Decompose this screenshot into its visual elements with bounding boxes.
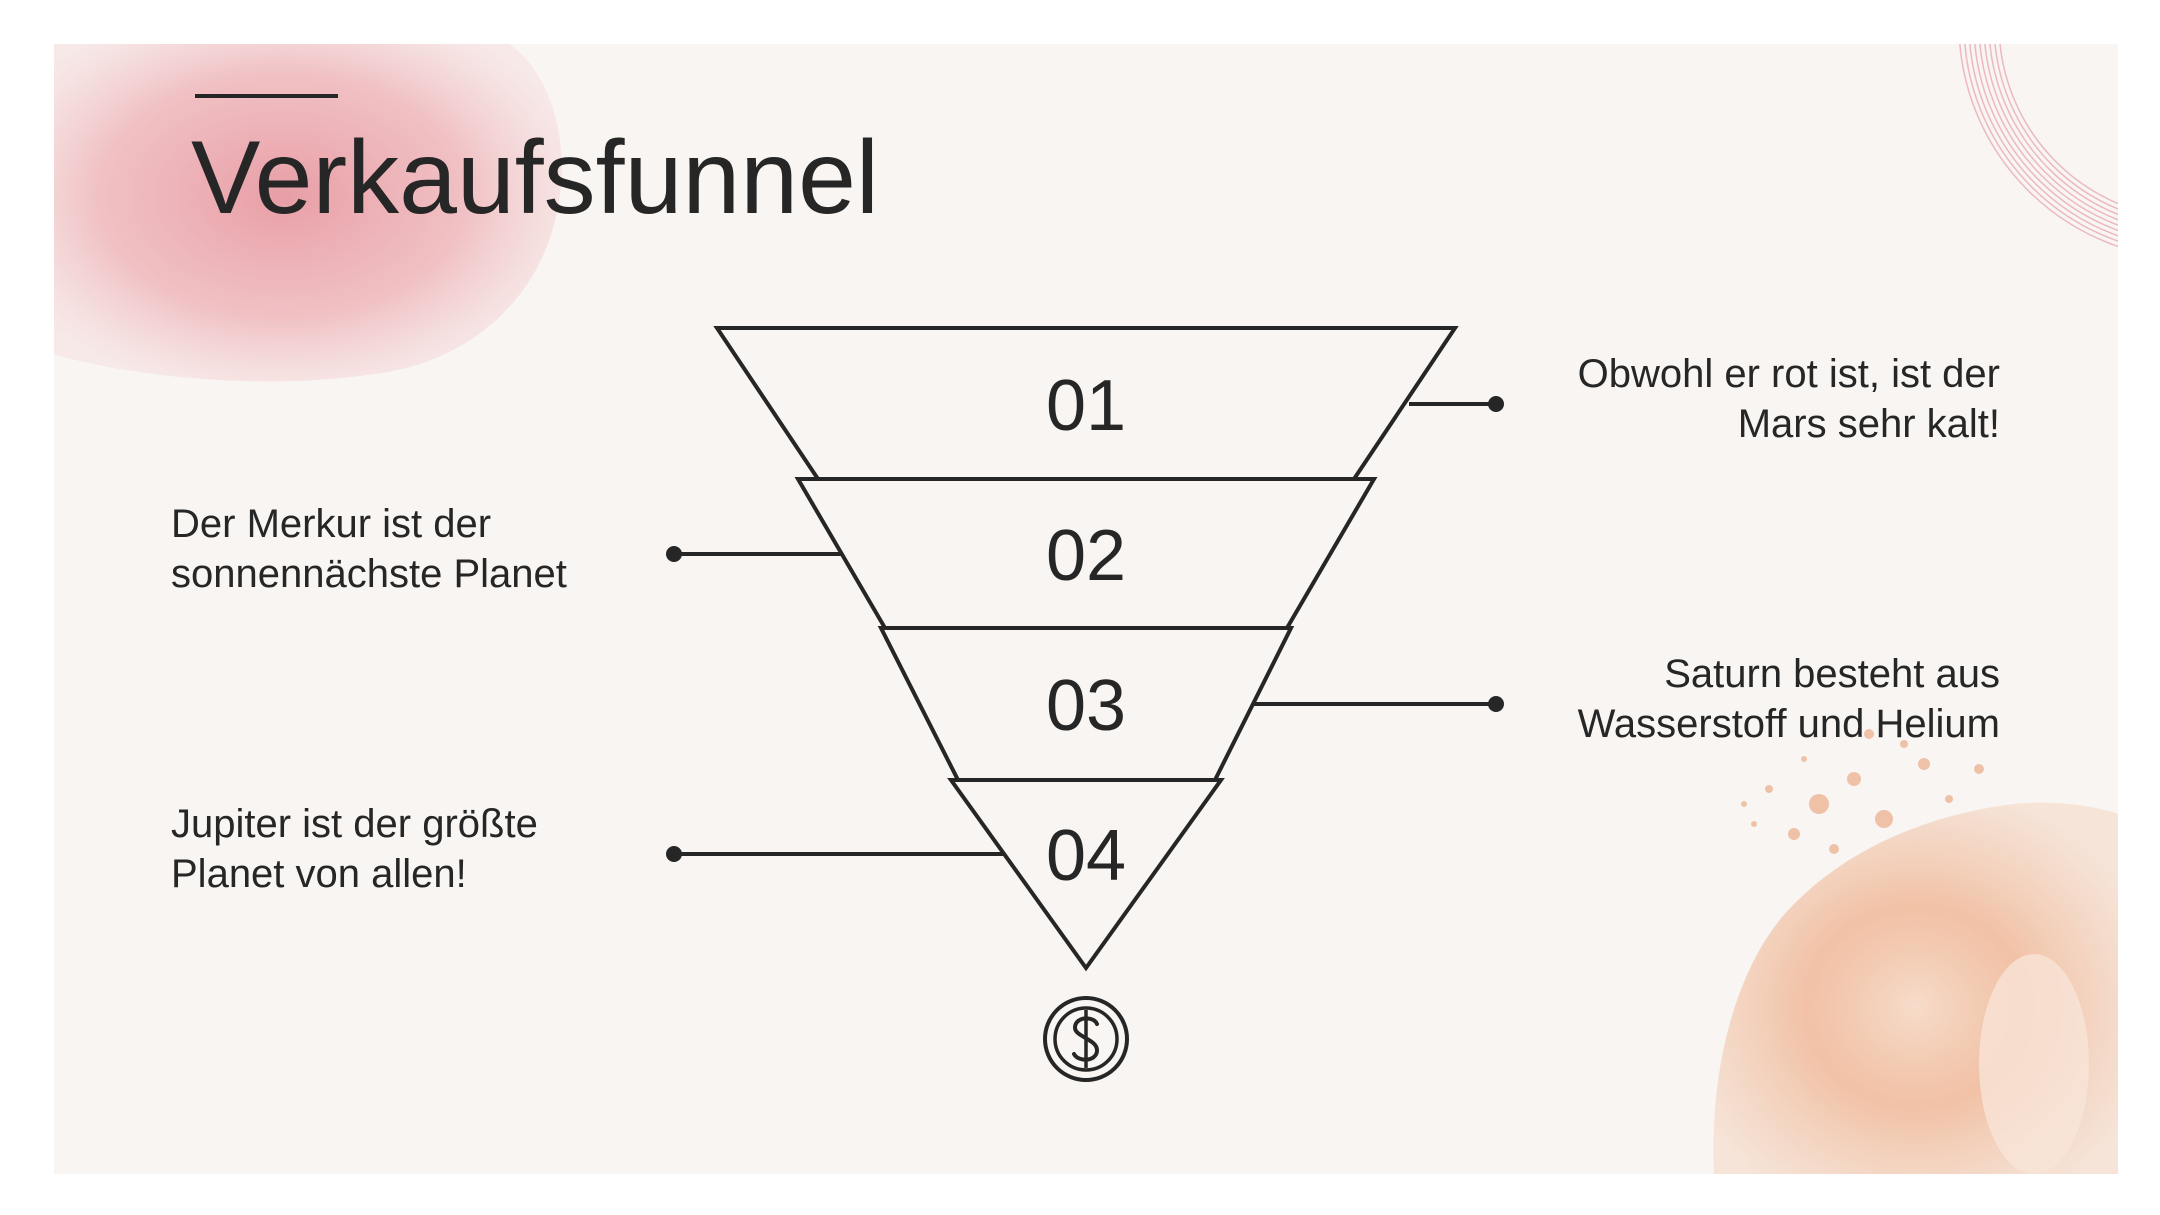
callout-stage-3-line-1: Saturn besteht aus	[1664, 652, 2000, 696]
connector-dot-stage-2	[666, 546, 682, 562]
callout-stage-4: Jupiter ist der größte Planet von allen!	[171, 799, 731, 899]
funnel-stage-1-number: 01	[1046, 366, 1126, 446]
callout-stage-3-line-2: Wasserstoff und Helium	[1577, 702, 2000, 746]
callout-stage-2-line-2: sonnennächste Planet	[171, 552, 567, 596]
connector-dot-stage-1	[1488, 396, 1504, 412]
funnel-diagram: 01 02 03 04	[666, 326, 1504, 1082]
funnel-stage-3-number: 03	[1046, 666, 1126, 746]
slide-background	[54, 44, 2118, 1174]
callout-stage-1: Obwohl er rot ist, ist der Mars sehr kal…	[1440, 349, 2000, 449]
slide-title: Verkaufsfunnel	[191, 120, 880, 236]
connector-dot-stage-3	[1488, 696, 1504, 712]
callout-stage-3: Saturn besteht aus Wasserstoff und Heliu…	[1440, 649, 2000, 749]
callout-stage-2-line-1: Der Merkur ist der	[171, 502, 492, 546]
callout-stage-1-line-1: Obwohl er rot ist, ist der	[1577, 352, 2000, 396]
funnel-stage-4-shape	[947, 778, 1225, 972]
dollar-coin-icon	[1043, 996, 1129, 1082]
title-rule	[195, 94, 338, 98]
pink-watercolor-blob	[54, 44, 562, 382]
funnel-stage-2-number: 02	[1046, 516, 1126, 596]
callout-stage-1-line-2: Mars sehr kalt!	[1737, 402, 2000, 446]
connector-dot-stage-4	[666, 846, 682, 862]
peach-blob-highlight	[1979, 954, 2089, 1174]
funnel-stage-4-number: 04	[1046, 816, 1126, 896]
peach-splatter	[1741, 729, 1984, 854]
callout-stage-2: Der Merkur ist der sonnennächste Planet	[171, 499, 731, 599]
callout-stage-4-line-1: Jupiter ist der größte	[171, 802, 538, 846]
slide: Verkaufsfunnel 01 02 03 04	[54, 44, 2118, 1174]
callout-stage-4-line-2: Planet von allen!	[171, 852, 467, 896]
